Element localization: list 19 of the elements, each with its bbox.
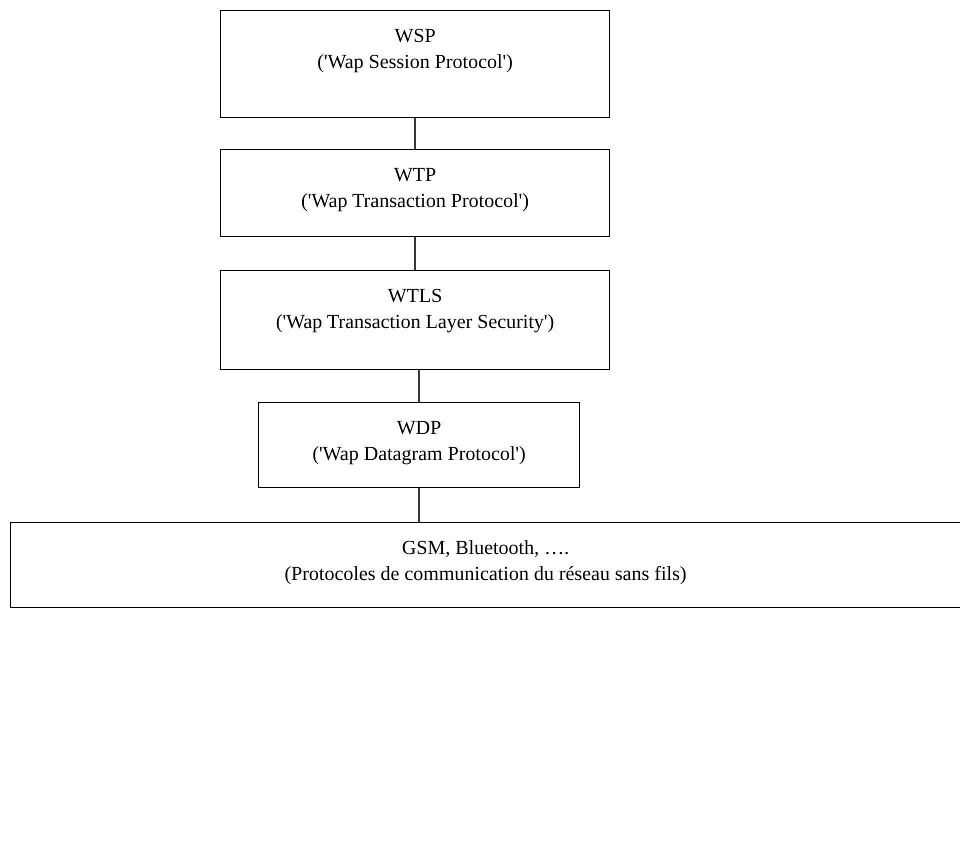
layer-name: GSM, Bluetooth, ….	[400, 536, 570, 561]
protocol-layer-box	[220, 149, 610, 237]
protocol-layer-box	[220, 10, 610, 118]
protocol-layer-box	[220, 270, 610, 370]
layer-name: WTLS	[386, 284, 444, 309]
protocol-layer-box	[10, 522, 960, 608]
layer-description: ('Wap Transaction Protocol')	[300, 189, 530, 214]
connector-line	[418, 488, 420, 522]
layer-name: WTP	[392, 163, 438, 188]
connector-line	[414, 237, 416, 270]
connector-line	[418, 370, 420, 402]
layer-description: (Protocoles de communication du réseau sans fils)	[283, 562, 688, 587]
layer-name: WSP	[393, 24, 437, 49]
connector-line	[414, 118, 416, 149]
layer-description: ('Wap Datagram Protocol')	[311, 442, 527, 467]
layer-description: ('Wap Session Protocol')	[316, 50, 514, 75]
protocol-layer-box	[258, 402, 580, 488]
layer-description: ('Wap Transaction Layer Security')	[274, 310, 556, 335]
layer-name: WDP	[396, 416, 442, 441]
